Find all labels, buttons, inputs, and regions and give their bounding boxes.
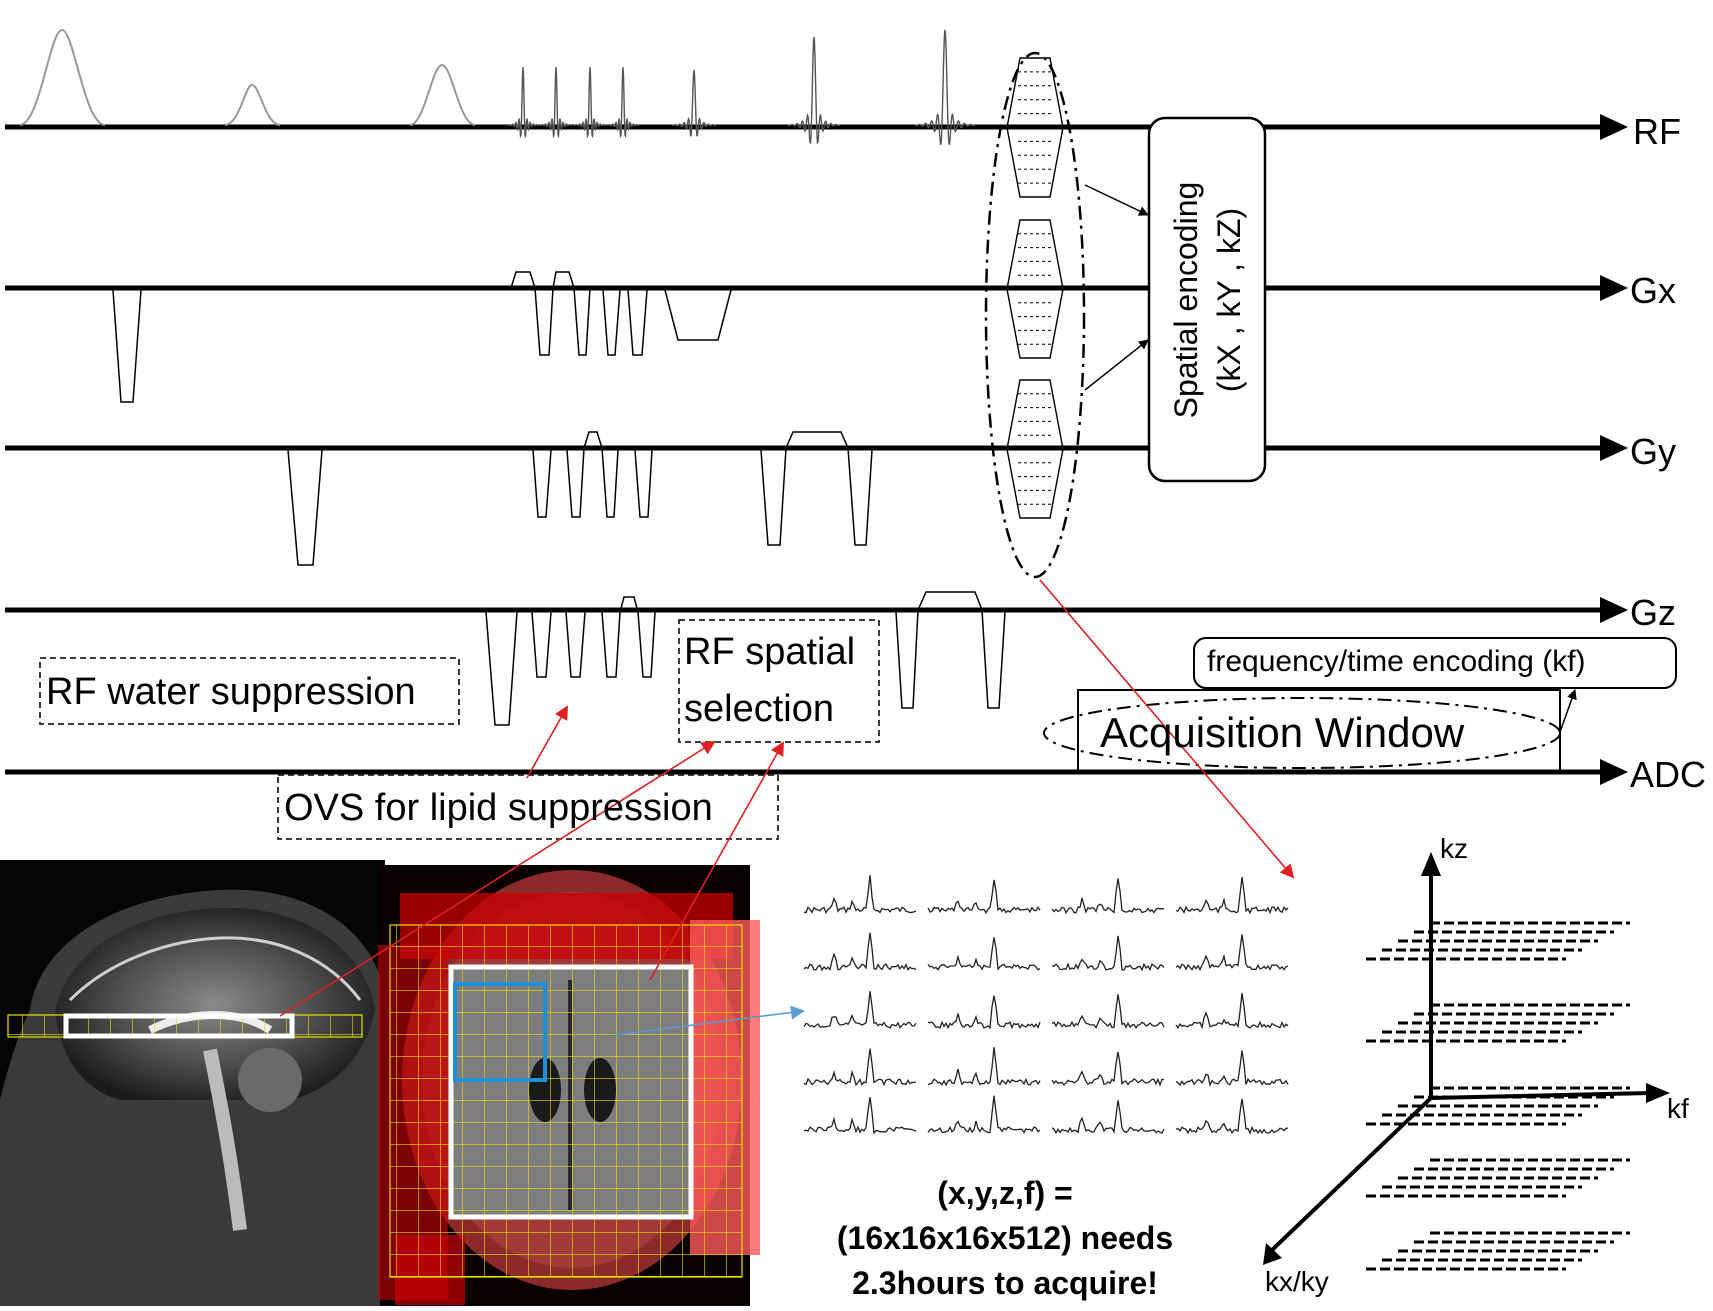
rf-pulses (19, 28, 476, 126)
kspace-diagram (1263, 852, 1670, 1271)
freq-arrow (1559, 689, 1577, 733)
gx-gradients (112, 271, 732, 403)
gz-arrowhead (1600, 597, 1628, 623)
acquisition-window-label: Acquisition Window (1100, 709, 1465, 756)
voxel-spectrum-5-1 (803, 1097, 917, 1135)
rf-gaussian-pulse-3 (409, 63, 476, 126)
ovs-lipid-label: OVS for lipid suppression (284, 787, 713, 829)
voxel-spectrum-1-3 (1051, 878, 1165, 915)
kspace-stack-4 (1366, 1158, 1630, 1198)
mri-axial-brain-image (378, 865, 760, 1306)
voxel-spectrum-2-2 (927, 937, 1041, 971)
adc-channel-label: ADC (1630, 754, 1707, 795)
voxel-spectrum-5-4 (1175, 1098, 1289, 1135)
gx-arrowhead (1600, 275, 1628, 301)
rf-channel-label: RF (1633, 111, 1681, 152)
kspace-stack-5 (1366, 1231, 1630, 1271)
gz-gradients (485, 591, 1006, 726)
phase-encoding-tables (1006, 57, 1064, 519)
result-line-1: (x,y,z,f) = (937, 1175, 1073, 1211)
spatial-encoding-box (1147, 116, 1267, 483)
gz-channel-label: Gz (1630, 592, 1677, 633)
rf-gaussian-pulse-1 (19, 28, 106, 126)
rf-excitation-sinc (671, 69, 717, 137)
rf-water-suppression-label: RF water suppression (46, 671, 416, 713)
kspace-stack-1 (1366, 921, 1630, 961)
freq-time-encoding-box (1193, 637, 1677, 689)
spatial-arrow-1 (1084, 184, 1149, 216)
voxel-spectrum-2-1 (803, 932, 917, 972)
result-line-2: (16x16x16x512) needs (836, 1220, 1174, 1256)
spectra-grid (803, 875, 1289, 1135)
adc-arrowhead (1600, 759, 1628, 785)
voxel-spectrum-5-2 (927, 1095, 1041, 1134)
rf-gaussian-pulse-2 (224, 83, 281, 126)
rf-refocus-sinc-2 (914, 29, 976, 146)
voxel-spectrum-4-2 (927, 1047, 1041, 1087)
blue-connector (614, 1005, 805, 1036)
gy-arrowhead (1600, 435, 1628, 461)
voxel-spectrum-4-4 (1175, 1050, 1289, 1087)
rf-spatial-selection-label-2: selection (684, 688, 834, 730)
rf-spatial-selection-label-1: RF spatial (684, 631, 856, 673)
acquisition-window-ellipse (1043, 697, 1561, 769)
phase-encoding-ellipse (984, 51, 1086, 579)
rf-refocus-sinc-1 (787, 36, 841, 145)
voxel-spectrum-5-3 (1051, 1100, 1165, 1135)
kspace-stack-3 (1366, 1086, 1630, 1126)
red-connectors (279, 579, 1295, 1017)
rf-water-suppression-box (39, 657, 460, 725)
voxel-spectrum-3-1 (803, 991, 917, 1029)
kz-axis-label: kz (1440, 833, 1468, 864)
axis-arrowheads (1600, 114, 1628, 785)
voxel-spectrum-4-1 (803, 1048, 917, 1087)
phase-encoding-table-gx (1006, 219, 1064, 359)
voxel-spectrum-1-4 (1175, 877, 1289, 915)
voxel-spectrum-1-2 (927, 879, 1041, 915)
voxel-spectrum-4-3 (1051, 1051, 1165, 1087)
channel-axes (5, 124, 1605, 775)
kf-axis-label: kf (1667, 1093, 1689, 1124)
phase-encoding-table-rf (1006, 57, 1064, 198)
rf-arrowhead (1600, 114, 1628, 140)
rf-sinc-pulses (506, 29, 976, 146)
kspace-stack-2 (1366, 1003, 1630, 1043)
spatial-encoding-kspace: (kX , kY , kZ) (1211, 208, 1247, 392)
gy-channel-label: Gy (1630, 431, 1677, 472)
spatial-encoding-label: Spatial encoding (1168, 182, 1204, 419)
kxky-axis-label: kx/ky (1265, 1266, 1329, 1297)
voxel-spectrum-3-2 (927, 995, 1041, 1030)
voxel-spectrum-3-4 (1175, 992, 1289, 1030)
rf-ovs-sinc-1 (506, 66, 540, 139)
spatial-arrow-2 (1084, 339, 1149, 391)
voxel-spectrum-2-3 (1051, 935, 1165, 972)
voxel-spectrum-2-4 (1175, 934, 1289, 971)
gx-channel-label: Gx (1630, 270, 1677, 311)
rf-ovs-sinc-3 (573, 66, 607, 139)
gy-gradients (287, 431, 873, 566)
rf-ovs-sinc-4 (606, 66, 640, 139)
rf-ovs-sinc-2 (539, 66, 573, 139)
voxel-spectrum-3-3 (1051, 994, 1165, 1029)
mri-sagittal-brain-image (0, 860, 385, 1306)
voxel-spectrum-1-1 (803, 875, 917, 915)
phase-encoding-table-gy (1006, 379, 1064, 519)
result-line-3: 2.3hours to acquire! (852, 1265, 1158, 1301)
freq-time-encoding-label: frequency/time encoding (kf) (1207, 645, 1586, 678)
